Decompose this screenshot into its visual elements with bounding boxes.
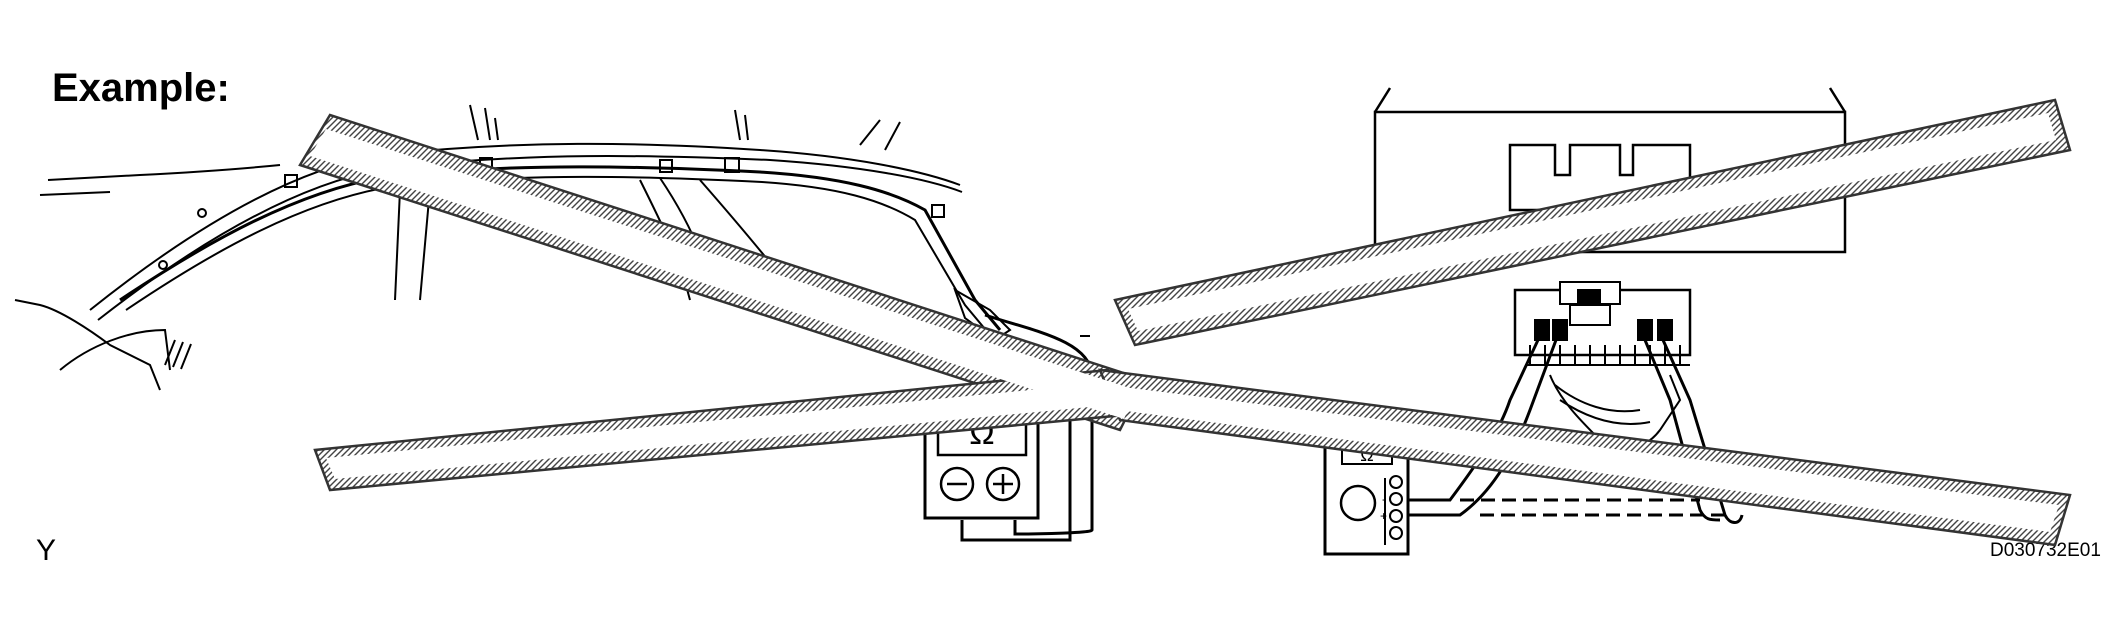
prohibition-cross-inner — [310, 113, 2059, 532]
svg-text:-: - — [1382, 492, 1386, 506]
svg-text:+: + — [1380, 509, 1387, 523]
corner-label: Y — [36, 534, 57, 567]
example-title: Example: — [52, 66, 230, 110]
figure-id: D030732E01 — [1990, 540, 2101, 561]
